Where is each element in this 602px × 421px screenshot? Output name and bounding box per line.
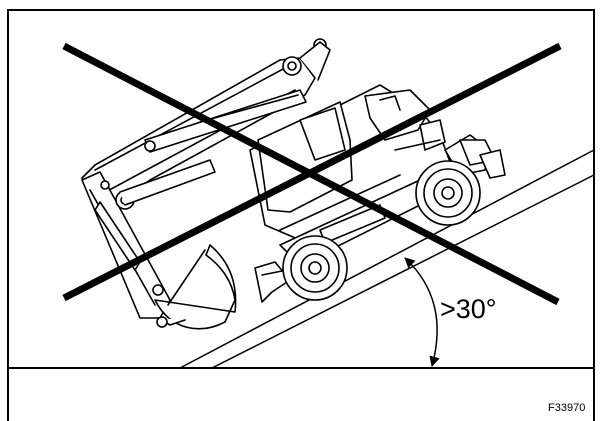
stick-arm [81, 159, 216, 319]
wheeled-excavator-illustration [81, 38, 506, 330]
angle-label: >30° [440, 294, 497, 324]
slope-lines [179, 149, 595, 369]
angle-arc [404, 257, 440, 368]
figure-frame [7, 9, 595, 421]
rear-wheel [415, 160, 481, 226]
dozer-blade [254, 261, 291, 303]
prohibition-cross [62, 42, 562, 306]
figure-code: F33970 [548, 402, 585, 414]
bucket [154, 244, 237, 330]
boom-cylinder [144, 89, 307, 153]
angle-indicator: >30° [404, 257, 497, 368]
front-wheel [282, 235, 348, 301]
